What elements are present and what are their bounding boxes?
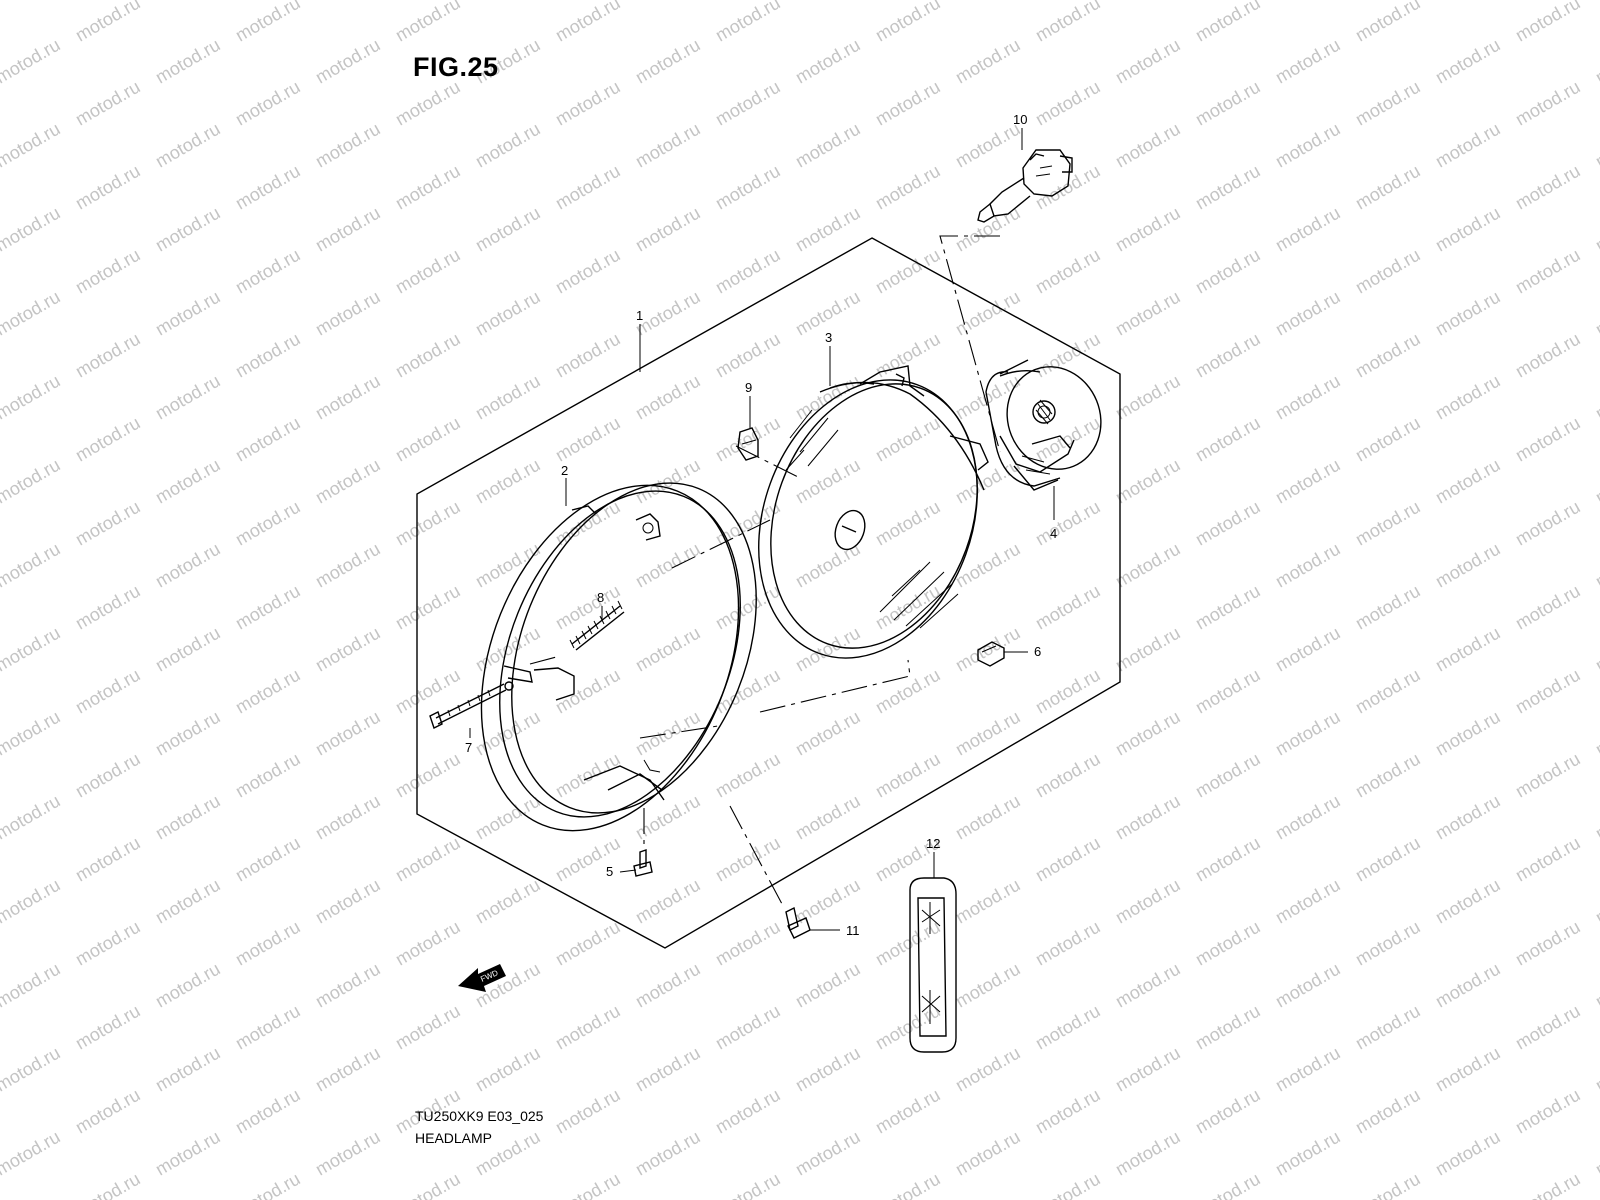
- figure-name: HEADLAMP: [415, 1130, 493, 1146]
- callout-9: 9: [745, 380, 752, 395]
- callout-5: 5: [606, 864, 613, 879]
- screw-part-5: [633, 849, 653, 877]
- callout-6: 6: [1034, 644, 1041, 659]
- headlamp-unit-part: [758, 365, 989, 659]
- callout-11: 11: [846, 923, 860, 938]
- long-screw-part: [429, 681, 514, 729]
- rim-housing-part: [480, 482, 757, 832]
- alignment-line: [735, 445, 801, 479]
- model-code: TU250XK9 E03_025: [415, 1108, 544, 1124]
- nut-part-6: [977, 641, 1005, 667]
- nut-part-9: [737, 427, 759, 461]
- reflector-part: [909, 877, 957, 1053]
- callout-12: 12: [926, 836, 940, 851]
- fwd-arrow-icon: FWD: [458, 964, 506, 992]
- callout-2: 2: [561, 463, 568, 478]
- figure-title: FIG.25: [413, 52, 499, 82]
- callout-7: 7: [465, 740, 472, 755]
- callout-8: 8: [597, 590, 604, 605]
- callout-10: 10: [1013, 112, 1027, 127]
- callout-1: 1: [636, 308, 643, 323]
- socket-housing-part: [985, 359, 1102, 491]
- alignment-line: [529, 655, 561, 665]
- leader-line: [619, 869, 637, 873]
- alignment-line: [639, 725, 719, 739]
- alignment-line: [939, 235, 1001, 453]
- callout-4: 4: [1050, 526, 1057, 541]
- alignment-line: [729, 805, 783, 905]
- alignment-line: [759, 659, 911, 713]
- callout-3: 3: [825, 330, 832, 345]
- spring-part: [569, 600, 625, 651]
- alignment-line: [671, 519, 771, 569]
- bolt-part-11: [785, 906, 811, 939]
- assembly-outline: [416, 237, 1121, 949]
- bulb-part: [977, 149, 1073, 223]
